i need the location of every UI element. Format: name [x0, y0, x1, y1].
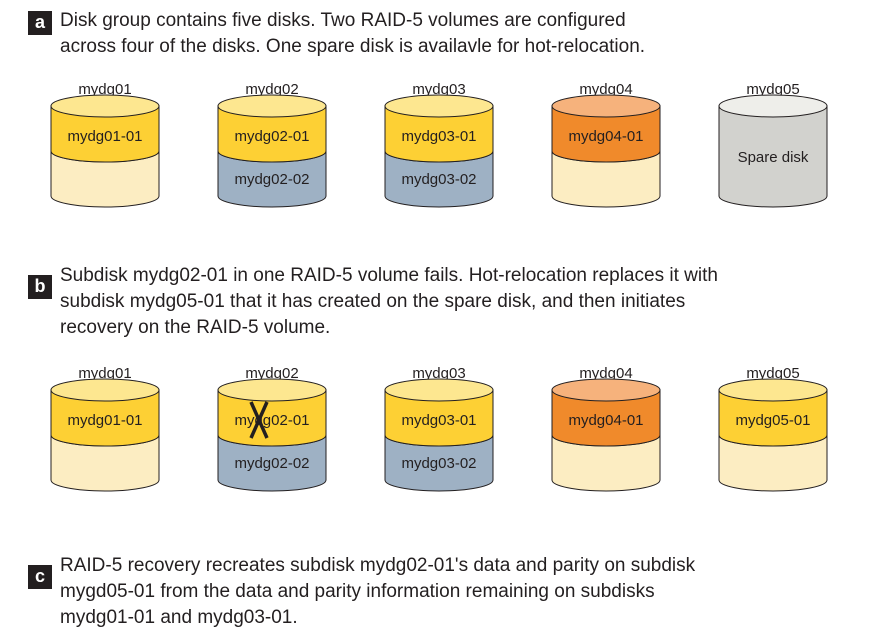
- disk-name-label: mydg01: [78, 81, 131, 98]
- disk-name-label: mydg05: [746, 365, 799, 382]
- subdisk-label: mydg05-01: [735, 412, 810, 429]
- subdisk-label: mydg02-02: [234, 455, 309, 472]
- subdisk-label: mydg01-01: [67, 412, 142, 429]
- disk-name-label: mydg02: [245, 81, 298, 98]
- subdisk-top: [551, 105, 661, 163]
- description-line: recovery on the RAID-5 volume.: [60, 317, 331, 338]
- disk-name-label: mydg03: [412, 81, 465, 98]
- description-line: RAID-5 recovery recreates subdisk mydg02…: [60, 555, 696, 576]
- disk-group-diagram-a: mydg01mydg01-01mydg02mydg02-01mydg02-02m…: [50, 81, 828, 208]
- disk-top-cap: [50, 94, 160, 118]
- subdisk-top: [384, 105, 494, 163]
- step-b-description: Subdisk mydg02-01 in one RAID-5 volume f…: [60, 263, 718, 341]
- step-a-description: Disk group contains five disks. Two RAID…: [60, 8, 645, 60]
- subdisk-label: mydg01-01: [67, 128, 142, 145]
- disk-top-cap: [551, 94, 661, 118]
- step-badge-c: c: [28, 565, 52, 589]
- disk-top-cap: [718, 378, 828, 402]
- subdisk-label: mydg03-01: [401, 412, 476, 429]
- subdisk-label: mydg03-02: [401, 171, 476, 188]
- disk-name-label: mydg03: [412, 365, 465, 382]
- disk-top-cap: [384, 94, 494, 118]
- subdisk-label: mydg04-01: [568, 412, 643, 429]
- disk-mydg01: mydg01 mydg01-01: [50, 81, 160, 208]
- disk-top-cap: [50, 378, 160, 402]
- subdisk-label: mydg02-02: [234, 171, 309, 188]
- subdisk-top: [551, 389, 661, 447]
- disk-top-cap: [384, 378, 494, 402]
- disk-mydg02: mydg02 mydg02-01 mydg02-02: [217, 365, 327, 492]
- subdisk-top: [50, 105, 160, 163]
- subdisk-label: mydg03-01: [401, 128, 476, 145]
- disk-mydg05: mydg05 mydg05-01: [718, 365, 828, 492]
- spare-disk-top: [718, 94, 828, 118]
- disk-top-cap: [217, 378, 327, 402]
- disk-name-label: mydg01: [78, 365, 131, 382]
- subdisk-label: mydg02-01: [234, 412, 309, 429]
- description-line: subdisk mydg05-01 that it has created on…: [60, 291, 686, 312]
- spare-disk-body: [718, 105, 828, 208]
- disk-top-cap: [551, 378, 661, 402]
- disk-top-cap: [217, 94, 327, 118]
- subdisk-top: [718, 389, 828, 447]
- step-badge-b: b: [28, 275, 52, 299]
- description-line: Disk group contains five disks. Two RAID…: [60, 10, 626, 31]
- failure-mark-icon: [249, 401, 269, 439]
- disk-mydg04: mydg04 mydg04-01: [551, 365, 661, 492]
- disk-mydg03: mydg03 mydg03-01 mydg03-02: [384, 365, 494, 492]
- disk-mydg02: mydg02 mydg02-01 mydg02-02: [217, 81, 327, 208]
- subdisk-label: mydg02-01: [234, 128, 309, 145]
- step-badge-a: a: [28, 11, 52, 35]
- subdisk-top: [217, 389, 327, 447]
- disk-name-label: mydg05: [746, 81, 799, 98]
- description-line: mygd05-01 from the data and parity infor…: [60, 581, 655, 602]
- subdisk-label: mydg04-01: [568, 128, 643, 145]
- disk-mydg03: mydg03 mydg03-01 mydg03-02: [384, 81, 494, 208]
- description-line: mydg01-01 and mydg03-01.: [60, 607, 298, 628]
- description-line: across four of the disks. One spare disk…: [60, 36, 646, 57]
- disk-mydg04: mydg04 mydg04-01: [551, 81, 661, 208]
- step-c-description: RAID-5 recovery recreates subdisk mydg02…: [60, 553, 695, 631]
- disk-name-label: mydg02: [245, 365, 298, 382]
- disk-name-label: mydg04: [579, 365, 632, 382]
- disk-group-diagram-b: mydg01mydg01-01mydg02mydg02-01mydg02-02m…: [50, 365, 828, 492]
- subdisk-top: [50, 389, 160, 447]
- spare-disk-label: Spare disk: [738, 149, 809, 166]
- disk-mydg01: mydg01 mydg01-01: [50, 365, 160, 492]
- subdisk-label: mydg03-02: [401, 455, 476, 472]
- subdisk-top: [384, 389, 494, 447]
- disk-name-label: mydg04: [579, 81, 632, 98]
- description-line: Subdisk mydg02-01 in one RAID-5 volume f…: [60, 265, 718, 286]
- subdisk-top: [217, 105, 327, 163]
